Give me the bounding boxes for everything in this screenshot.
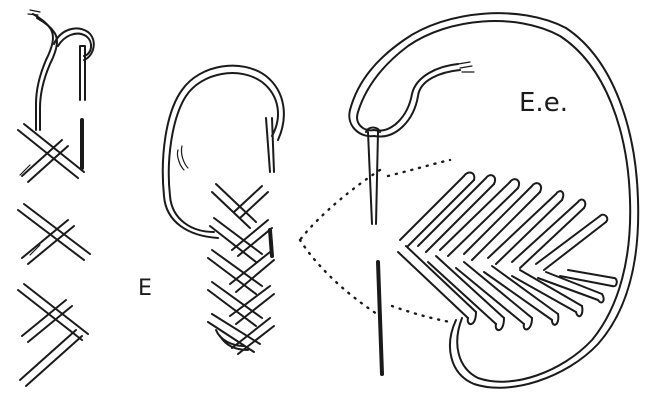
right-herringbone-upper-rays <box>399 171 609 271</box>
middle-chevron-stitches <box>207 183 275 355</box>
right-panel-stitch-diagram <box>298 12 640 389</box>
left-thread-loop <box>27 9 95 131</box>
left-needle-icon <box>79 45 86 170</box>
right-dotted-guide <box>298 158 452 324</box>
right-herringbone-lower-rays <box>397 245 618 331</box>
label-e: E <box>138 276 152 301</box>
right-needle-icon <box>365 126 384 376</box>
middle-needle-icon <box>265 117 275 258</box>
left-crossing-stitches <box>17 123 91 387</box>
middle-thread-loop <box>161 64 285 239</box>
label-ee: E.e. <box>519 88 568 118</box>
middle-panel-stitch-diagram <box>161 64 285 355</box>
right-thread-loop <box>348 12 640 389</box>
left-panel-stitch-diagram <box>17 9 95 387</box>
